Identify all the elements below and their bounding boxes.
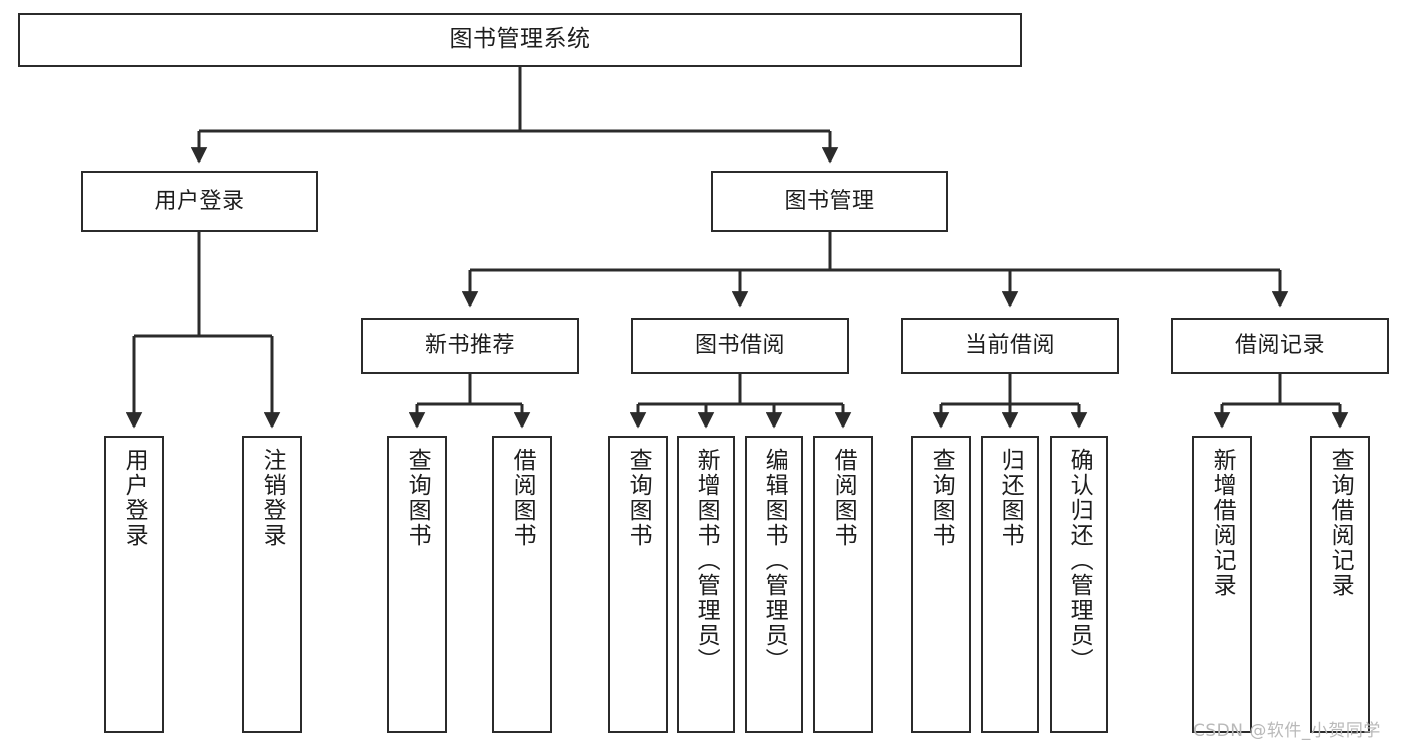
node-group-book-borrow[interactable]: 图书借阅 — [631, 318, 849, 374]
node-label: 借阅记录 — [1234, 333, 1325, 359]
leaf-book-borrow-edit-book-admin[interactable]: 编辑图书（管理员） — [745, 436, 803, 733]
node-label: 归还图书 — [997, 448, 1024, 548]
node-label: 借阅图书 — [830, 448, 857, 548]
leaf-current-borrow-confirm-return-admin[interactable]: 确认归还（管理员） — [1050, 436, 1108, 733]
node-label: 查询图书 — [928, 448, 955, 548]
leaf-new-book-borrow-book[interactable]: 借阅图书 — [492, 436, 552, 733]
node-label: 新增图书（管理员） — [693, 448, 720, 673]
leaf-current-borrow-query-book[interactable]: 查询图书 — [911, 436, 971, 733]
node-user-login[interactable]: 用户登录 — [81, 171, 318, 232]
node-group-borrow-record[interactable]: 借阅记录 — [1171, 318, 1389, 374]
leaf-book-borrow-query-book[interactable]: 查询图书 — [608, 436, 668, 733]
node-label: 用户登录 — [154, 188, 245, 214]
node-label: 查询图书 — [625, 448, 652, 548]
node-label: 借阅图书 — [509, 448, 536, 548]
node-label: 图书管理系统 — [449, 26, 591, 53]
node-label: 查询图书 — [404, 448, 431, 548]
node-label: 查询借阅记录 — [1327, 448, 1354, 598]
leaf-book-borrow-borrow-book[interactable]: 借阅图书 — [813, 436, 873, 733]
leaf-user-login-login[interactable]: 用户登录 — [104, 436, 164, 733]
node-group-current-borrow[interactable]: 当前借阅 — [901, 318, 1119, 374]
csdn-watermark: CSDN @软件_小贺同学 — [1193, 721, 1381, 741]
node-label: 新增借阅记录 — [1209, 448, 1236, 598]
leaf-current-borrow-return-book[interactable]: 归还图书 — [981, 436, 1039, 733]
leaf-new-book-query-book[interactable]: 查询图书 — [387, 436, 447, 733]
node-label: 当前借阅 — [964, 333, 1055, 359]
node-label: 新书推荐 — [424, 333, 515, 359]
leaf-user-login-logout[interactable]: 注销登录 — [242, 436, 302, 733]
node-book-management[interactable]: 图书管理 — [711, 171, 948, 232]
node-label: 注销登录 — [259, 448, 286, 548]
leaf-borrow-record-query-record[interactable]: 查询借阅记录 — [1310, 436, 1370, 733]
node-label: 用户登录 — [121, 448, 148, 548]
node-label: 编辑图书（管理员） — [761, 448, 788, 673]
node-label: 图书借阅 — [694, 333, 785, 359]
node-label: 图书管理 — [784, 188, 875, 214]
node-root-book-management-system[interactable]: 图书管理系统 — [18, 13, 1022, 67]
leaf-book-borrow-add-book-admin[interactable]: 新增图书（管理员） — [677, 436, 735, 733]
node-group-new-book-recommend[interactable]: 新书推荐 — [361, 318, 579, 374]
leaf-borrow-record-add-record[interactable]: 新增借阅记录 — [1192, 436, 1252, 733]
node-label: 确认归还（管理员） — [1066, 448, 1093, 673]
